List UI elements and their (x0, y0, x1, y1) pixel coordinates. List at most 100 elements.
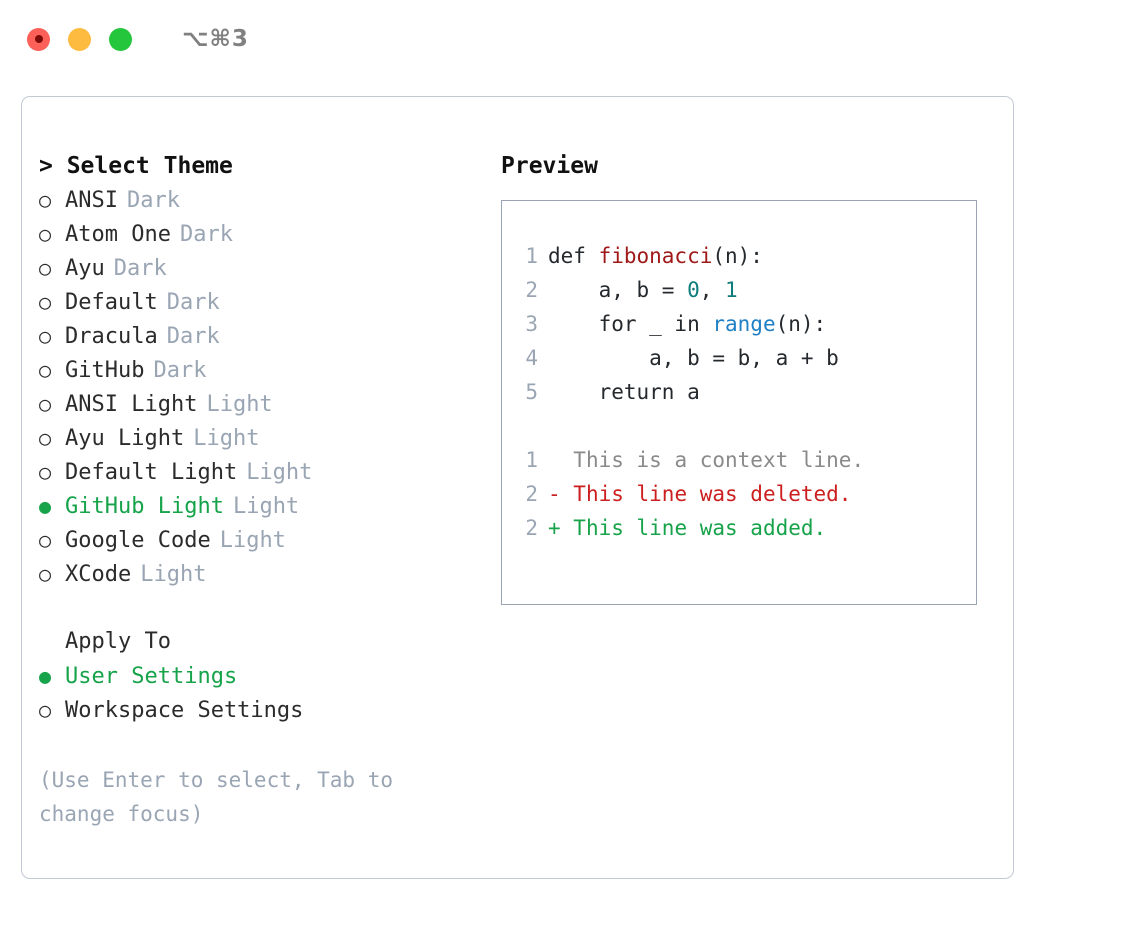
apply-to-list: ● User Settings ○ Workspace Settings (39, 659, 479, 727)
minimize-button-icon[interactable] (68, 27, 91, 51)
diff-text: This is a context line. (573, 448, 865, 472)
theme-variant-tag: Dark (126, 188, 180, 213)
title-bar: ⌥⌘3 (0, 0, 1140, 78)
theme-list-item[interactable]: ○ Atom One Dark (39, 217, 479, 251)
code-token: 1 (725, 278, 738, 302)
line-number: 3 (525, 312, 538, 336)
radio-unselected-icon: ○ (39, 188, 52, 212)
apply-to-label: User Settings (65, 664, 238, 689)
radio-unselected-icon: ○ (39, 698, 52, 722)
theme-list-item[interactable]: ○ Google Code Light (39, 523, 479, 557)
theme-list-item[interactable]: ○ Default Dark (39, 285, 479, 319)
theme-name-label: Default Light (65, 460, 238, 485)
diff-marker: - (548, 482, 574, 506)
theme-name-label: Dracula (65, 324, 158, 349)
line-number: 4 (525, 346, 538, 370)
theme-list-item[interactable]: ○ Ayu Light Light (39, 421, 479, 455)
code-token: fibonacci (598, 244, 713, 268)
theme-name-label: Ayu (65, 256, 105, 281)
theme-list-item[interactable]: ○ GitHub Dark (39, 353, 479, 387)
theme-list-item[interactable]: ○ ANSI Dark (39, 183, 479, 217)
diff-line: 1 This is a context line. (502, 443, 976, 477)
select-theme-heading: > Select Theme (39, 153, 233, 179)
code-token: def (548, 244, 599, 268)
zoom-button-icon[interactable] (109, 27, 132, 51)
theme-variant-tag: Light (206, 392, 273, 417)
diff-marker (548, 443, 573, 477)
radio-selected-icon: ● (39, 664, 52, 688)
theme-name-label: Default (65, 290, 158, 315)
code-line: 5 return a (502, 375, 976, 409)
code-token: , (699, 278, 726, 302)
radio-unselected-icon: ○ (39, 426, 52, 450)
line-number: 2 (525, 278, 538, 302)
theme-variant-tag: Dark (166, 290, 220, 315)
radio-selected-icon: ● (39, 494, 52, 518)
radio-unselected-icon: ○ (39, 562, 52, 586)
theme-list-item[interactable]: ○ XCode Light (39, 557, 479, 591)
theme-name-label: Google Code (65, 528, 211, 553)
theme-name-label: ANSI (65, 188, 118, 213)
radio-unselected-icon: ○ (39, 358, 52, 382)
code-line: 2 a, b = 0, 1 (502, 273, 976, 307)
theme-variant-tag: Light (140, 562, 207, 587)
radio-unselected-icon: ○ (39, 256, 52, 280)
code-token: (n): (775, 312, 827, 336)
theme-name-label: GitHub Light (65, 494, 224, 519)
code-token: 0 (687, 278, 700, 302)
radio-unselected-icon: ○ (39, 324, 52, 348)
line-number: 2 (525, 482, 538, 506)
theme-name-label: Ayu Light (65, 426, 185, 451)
diff-text: This line was added. (573, 516, 827, 540)
keyboard-shortcut-label: ⌥⌘3 (182, 26, 249, 52)
theme-variant-tag: Light (232, 494, 300, 519)
theme-name-label: GitHub (65, 358, 145, 383)
theme-variant-tag: Dark (166, 324, 220, 349)
apply-to-label: Workspace Settings (65, 698, 304, 723)
theme-list-item[interactable]: ● GitHub Light Light (39, 489, 479, 523)
line-number: 1 (525, 244, 538, 268)
theme-variant-tag: Light (219, 528, 286, 553)
close-button-icon[interactable] (27, 27, 50, 51)
theme-variant-tag: Light (246, 460, 313, 485)
theme-name-label: Atom One (65, 222, 171, 247)
preview-heading: Preview (501, 153, 598, 179)
code-line: 4 a, b = b, a + b (502, 341, 976, 375)
code-line: 1 def fibonacci(n): (502, 239, 976, 273)
line-number: 1 (525, 448, 538, 472)
radio-unselected-icon: ○ (39, 392, 52, 416)
window-controls (27, 27, 132, 51)
apply-to-option[interactable]: ● User Settings (39, 659, 479, 693)
theme-variant-tag: Dark (179, 222, 233, 247)
radio-unselected-icon: ○ (39, 222, 52, 246)
theme-name-label: XCode (65, 562, 132, 587)
line-number: 5 (525, 380, 538, 404)
apply-to-heading: Apply To (65, 629, 171, 654)
spacer (39, 591, 479, 625)
code-token: a, b = b, a + b (548, 346, 839, 370)
theme-variant-tag: Dark (153, 358, 207, 383)
code-token: range (712, 312, 776, 336)
keyboard-hint-text: (Use Enter to select, Tab to change focu… (39, 768, 394, 826)
radio-unselected-icon: ○ (39, 528, 52, 552)
line-number: 2 (525, 516, 538, 540)
radio-unselected-icon: ○ (39, 290, 52, 314)
diff-line: 2- This line was deleted. (502, 477, 976, 511)
apply-to-option[interactable]: ○ Workspace Settings (39, 693, 479, 727)
theme-variant-tag: Light (193, 426, 260, 451)
code-token: (n): (712, 244, 763, 268)
code-token: a, b = (548, 278, 688, 302)
diff-line: 2 + This line was added. (502, 511, 976, 545)
theme-list-item[interactable]: ○ Dracula Dark (39, 319, 479, 353)
diff-marker: + (548, 516, 574, 540)
